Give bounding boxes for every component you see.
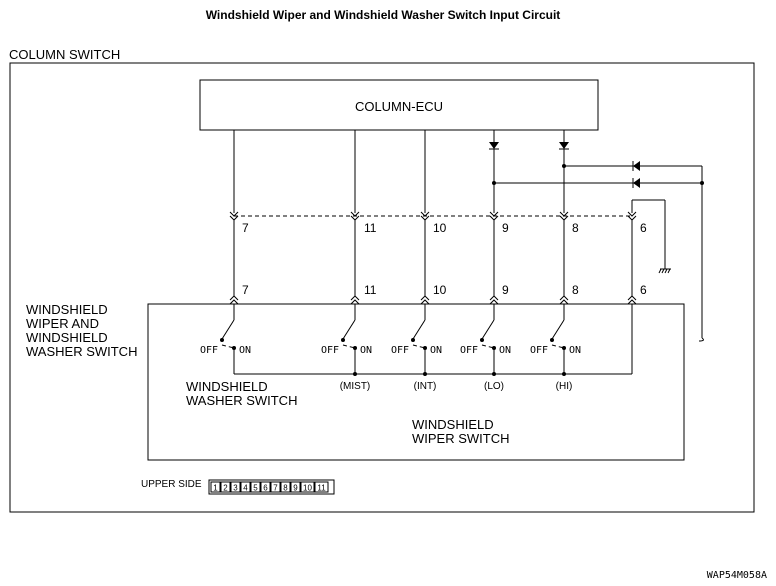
svg-text:8: 8 bbox=[572, 283, 579, 297]
connector-top-pin-labels: 7 11 10 9 8 6 bbox=[242, 221, 647, 235]
svg-text:6: 6 bbox=[640, 283, 647, 297]
connector-pin-cell bbox=[270, 481, 281, 493]
svg-text:10: 10 bbox=[433, 283, 447, 297]
svg-text:WASHER SWITCH: WASHER SWITCH bbox=[186, 393, 297, 408]
connector-pin-cell bbox=[240, 481, 251, 493]
switch-assembly-label: WINDSHIELD WIPER AND WINDSHIELD WASHER S… bbox=[26, 302, 137, 359]
diode-branch-wires bbox=[492, 164, 704, 342]
svg-text:(INT): (INT) bbox=[414, 381, 437, 392]
connector-pin-cell bbox=[210, 481, 221, 493]
svg-text:ON: ON bbox=[499, 345, 511, 356]
connector-pin-cell bbox=[230, 481, 241, 493]
svg-text:OFF: OFF bbox=[321, 345, 339, 356]
connector-pin-number: 11 bbox=[317, 484, 326, 493]
diode-icon bbox=[632, 178, 640, 188]
connector-pin-number: 10 bbox=[303, 484, 312, 493]
column-ecu-box bbox=[199, 79, 599, 131]
svg-text:11: 11 bbox=[364, 283, 377, 297]
svg-text:ON: ON bbox=[360, 345, 372, 356]
svg-text:WIPER AND: WIPER AND bbox=[26, 316, 99, 331]
connector-pin-number: 5 bbox=[253, 484, 258, 493]
svg-text:(MIST): (MIST) bbox=[340, 381, 371, 392]
svg-text:ON: ON bbox=[569, 345, 581, 356]
connector-pin-cell bbox=[290, 481, 301, 493]
ecu-wires bbox=[233, 130, 565, 213]
connector-pin-number: 9 bbox=[293, 484, 298, 493]
svg-text:OFF: OFF bbox=[391, 345, 409, 356]
column-switch-box bbox=[9, 62, 755, 513]
ground-wire bbox=[631, 199, 666, 269]
upper-side-label: UPPER SIDE bbox=[141, 479, 202, 490]
svg-text:WINDSHIELD: WINDSHIELD bbox=[26, 302, 108, 317]
svg-text:7: 7 bbox=[242, 283, 249, 297]
svg-text:WINDSHIELD: WINDSHIELD bbox=[412, 417, 494, 432]
column-ecu-label: COLUMN-ECU bbox=[355, 99, 443, 114]
svg-text:8: 8 bbox=[572, 221, 579, 235]
column-switch-label: COLUMN SWITCH bbox=[9, 47, 120, 62]
svg-text:6: 6 bbox=[640, 221, 647, 235]
connector-pin-number: 2 bbox=[223, 484, 228, 493]
svg-text:10: 10 bbox=[433, 221, 447, 235]
svg-text:7: 7 bbox=[242, 221, 249, 235]
diode-icon bbox=[559, 142, 569, 150]
mist-switch: OFF ON (MIST) bbox=[321, 304, 372, 392]
lo-switch: OFF ON (LO) bbox=[460, 304, 511, 392]
diagram-title: Windshield Wiper and Windshield Washer S… bbox=[206, 8, 561, 22]
connector-pin-number: 8 bbox=[283, 484, 288, 493]
svg-text:(HI): (HI) bbox=[556, 381, 573, 392]
switch-assembly-box bbox=[147, 303, 685, 461]
hi-switch: OFF ON (HI) bbox=[530, 304, 581, 392]
figure-code: WAP54M058A bbox=[707, 570, 767, 581]
connector-pin-number: 3 bbox=[233, 484, 238, 493]
connector-pin-number: 6 bbox=[263, 484, 268, 493]
wiper-switch-label: WINDSHIELD WIPER SWITCH bbox=[412, 417, 510, 446]
diode-icon bbox=[632, 161, 640, 171]
connector-bottom-pin-labels: 7 11 10 9 8 6 bbox=[242, 283, 647, 297]
connector-pin-cell bbox=[260, 481, 271, 493]
connector-pin-number: 4 bbox=[243, 484, 248, 493]
connector-pin-cell bbox=[300, 481, 315, 493]
svg-text:ON: ON bbox=[239, 345, 251, 356]
svg-text:9: 9 bbox=[502, 283, 509, 297]
svg-text:WINDSHIELD: WINDSHIELD bbox=[186, 379, 268, 394]
common-return-wire bbox=[234, 304, 633, 376]
washer-switch-label: WINDSHIELD WASHER SWITCH bbox=[186, 379, 297, 408]
svg-text:OFF: OFF bbox=[200, 345, 218, 356]
connector-pin-number: 7 bbox=[273, 484, 278, 493]
connector-pin-cell bbox=[314, 481, 329, 493]
connector-bottom-terminals bbox=[229, 295, 637, 305]
harness-wires bbox=[233, 220, 633, 296]
svg-text:WASHER SWITCH: WASHER SWITCH bbox=[26, 344, 137, 359]
connector-pin-cell bbox=[220, 481, 231, 493]
svg-text:(LO): (LO) bbox=[484, 381, 504, 392]
connector-pin-cell bbox=[250, 481, 261, 493]
connector-pin-cell bbox=[280, 481, 291, 493]
svg-text:OFF: OFF bbox=[460, 345, 478, 356]
svg-text:ON: ON bbox=[430, 345, 442, 356]
svg-text:WIPER SWITCH: WIPER SWITCH bbox=[412, 431, 510, 446]
svg-text:WINDSHIELD: WINDSHIELD bbox=[26, 330, 108, 345]
svg-text:11: 11 bbox=[364, 221, 377, 235]
diode-icon bbox=[489, 142, 499, 150]
svg-text:9: 9 bbox=[502, 221, 509, 235]
washer-switch: OFF ON bbox=[200, 304, 251, 374]
svg-text:OFF: OFF bbox=[530, 345, 548, 356]
int-switch: OFF ON (INT) bbox=[391, 304, 442, 392]
connector-pin-number: 1 bbox=[213, 484, 218, 493]
ground-icon bbox=[658, 268, 671, 274]
